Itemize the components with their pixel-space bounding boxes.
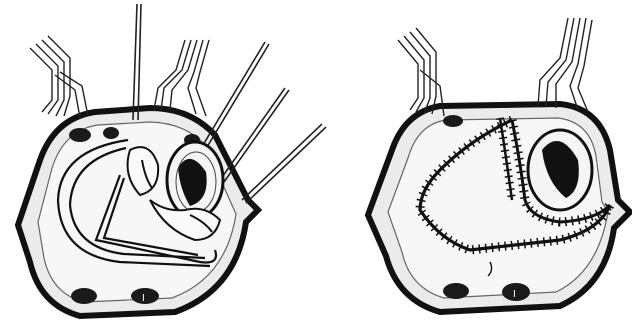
left-dark-spot-1 [69,128,91,142]
right-dark-spot-2 [443,283,469,299]
right-tube-bundle-1 [398,28,444,116]
left-tube-bundle-2 [154,40,209,116]
left-dark-spot-2 [103,127,119,139]
right-panel: I [368,18,630,312]
left-dark-spot-5 [131,288,159,304]
left-bottom-marker: I [142,293,145,304]
left-valve-ring [167,142,223,218]
left-dark-spot-4 [71,288,97,304]
right-dark-spot-3 [502,283,530,301]
left-panel: I [18,4,326,316]
right-valve-ring [528,130,592,210]
left-tube-bundle-1 [30,36,88,118]
right-dark-spot-1 [443,115,463,127]
right-bottom-marker: I [513,289,516,300]
right-tube-bundle-2 [538,18,592,112]
